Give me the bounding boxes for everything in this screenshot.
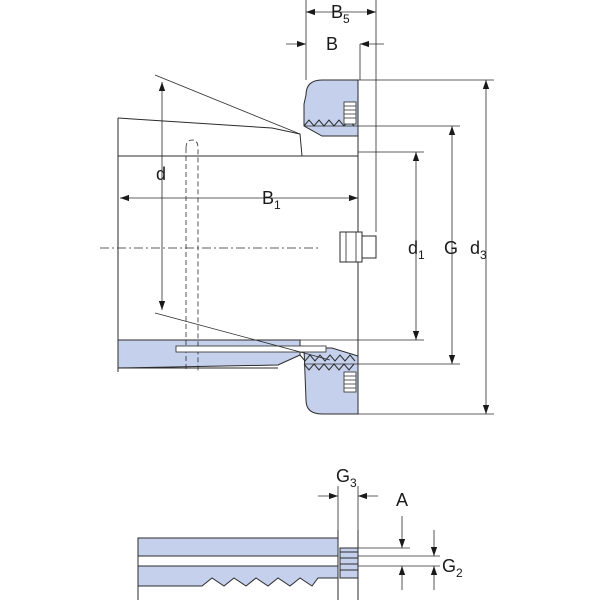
locking-screw-center bbox=[339, 231, 377, 263]
label-d3: d3 bbox=[470, 238, 487, 262]
main-section-view bbox=[100, 74, 377, 415]
label-a: A bbox=[396, 490, 408, 510]
detail-screw bbox=[339, 530, 359, 600]
label-g2: G2 bbox=[442, 556, 463, 580]
label-g3: G3 bbox=[336, 466, 357, 490]
label-g: G bbox=[444, 238, 458, 258]
lock-nut-upper bbox=[303, 79, 359, 137]
thread-detail-view bbox=[137, 530, 359, 600]
detail-nut-band bbox=[137, 565, 339, 587]
label-d: d bbox=[156, 164, 166, 184]
label-d1: d1 bbox=[408, 238, 425, 262]
label-b1: B1 bbox=[262, 188, 281, 212]
detail-dimension-lines bbox=[318, 486, 440, 590]
dimension-lines bbox=[120, 0, 494, 415]
detail-sleeve-band bbox=[137, 537, 339, 557]
label-b: B bbox=[326, 34, 338, 54]
label-b5: B5 bbox=[331, 2, 350, 26]
sleeve-slot bbox=[175, 139, 327, 372]
sleeve-body bbox=[117, 117, 358, 372]
